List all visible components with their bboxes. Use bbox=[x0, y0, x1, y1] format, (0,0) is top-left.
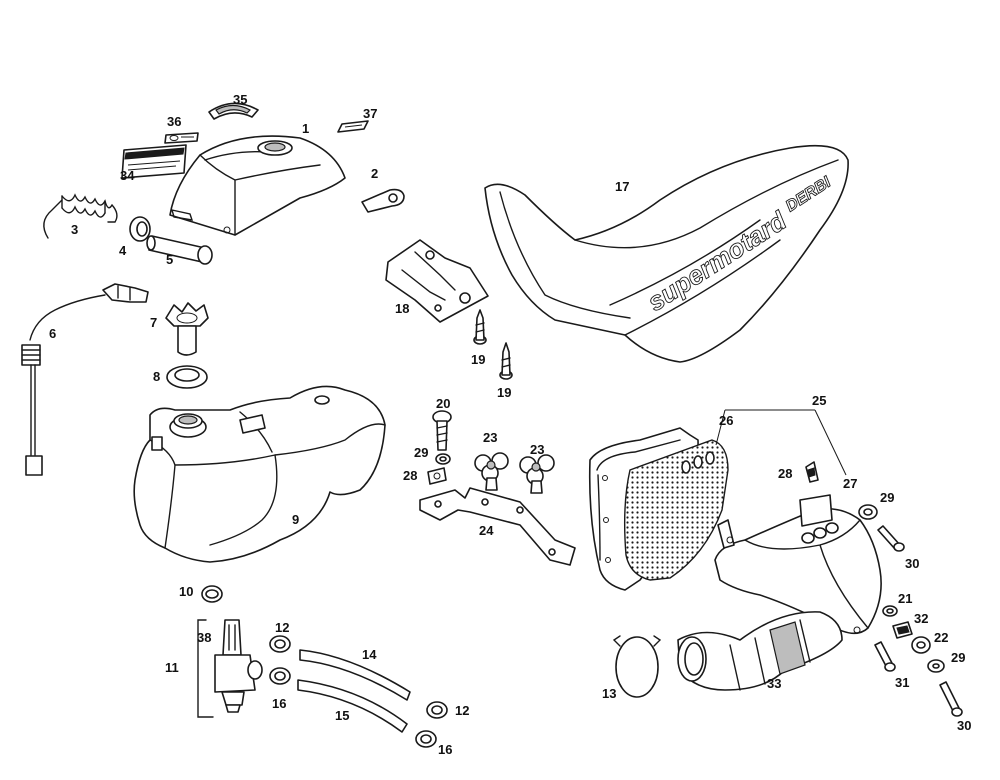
part-clamp-12a bbox=[269, 635, 291, 653]
callout-28b: 28 bbox=[778, 466, 792, 481]
callout-9: 9 bbox=[292, 512, 299, 527]
part-bolt-20 bbox=[432, 410, 452, 451]
part-spring bbox=[43, 193, 118, 239]
part-pin bbox=[146, 235, 213, 265]
part-seat-bracket bbox=[385, 239, 489, 323]
part-washer-21 bbox=[882, 605, 898, 617]
callout-13: 13 bbox=[602, 686, 616, 701]
part-screw-19a bbox=[473, 309, 487, 345]
callout-21: 21 bbox=[898, 591, 912, 606]
callout-16b: 16 bbox=[438, 742, 452, 757]
callout-4: 4 bbox=[119, 243, 127, 258]
callout-3: 3 bbox=[71, 222, 78, 237]
callout-33: 33 bbox=[767, 676, 781, 691]
callout-18: 18 bbox=[395, 301, 409, 316]
leader-lines bbox=[715, 409, 847, 476]
callout-37: 37 bbox=[363, 106, 377, 121]
part-screw-19b bbox=[499, 342, 513, 380]
callout-10: 10 bbox=[179, 584, 193, 599]
callout-30b: 30 bbox=[957, 718, 971, 733]
callout-23b: 23 bbox=[530, 442, 544, 457]
part-washer-29c bbox=[927, 659, 945, 673]
callout-25: 25 bbox=[812, 393, 826, 408]
callout-24: 24 bbox=[479, 523, 494, 538]
callout-31: 31 bbox=[895, 675, 909, 690]
callout-30a: 30 bbox=[905, 556, 919, 571]
callout-19a: 19 bbox=[471, 352, 485, 367]
callout-38: 38 bbox=[197, 630, 211, 645]
callout-22: 22 bbox=[934, 630, 948, 645]
callout-29a: 29 bbox=[414, 445, 428, 460]
part-tank-cover bbox=[169, 135, 346, 236]
part-screw-30a bbox=[877, 525, 905, 552]
callout-29c: 29 bbox=[951, 650, 965, 665]
part-fuel-tank bbox=[133, 385, 386, 563]
part-fuel-tap bbox=[197, 619, 263, 718]
part-seat: supermotard DERBI bbox=[484, 144, 849, 363]
callout-20: 20 bbox=[436, 396, 450, 411]
part-clip-28b bbox=[805, 461, 819, 483]
callout-28a: 28 bbox=[403, 468, 417, 483]
part-gasket bbox=[166, 365, 208, 389]
callout-2: 2 bbox=[371, 166, 378, 181]
callout-17: 17 bbox=[615, 179, 629, 194]
part-hose-14 bbox=[299, 649, 411, 701]
callout-27: 27 bbox=[843, 476, 857, 491]
callout-11: 11 bbox=[165, 660, 179, 675]
part-decal-36 bbox=[164, 132, 199, 144]
callout-12a: 12 bbox=[275, 620, 289, 635]
callout-19b: 19 bbox=[497, 385, 511, 400]
part-air-box bbox=[714, 494, 882, 635]
callout-12b: 12 bbox=[455, 703, 469, 718]
callout-36: 36 bbox=[167, 114, 181, 129]
part-pump-flange bbox=[165, 302, 209, 356]
part-bushing bbox=[129, 216, 151, 242]
callout-23a: 23 bbox=[483, 430, 497, 445]
part-screw-31 bbox=[874, 641, 896, 672]
part-washer-29b bbox=[858, 504, 878, 520]
part-clip bbox=[361, 188, 405, 213]
callout-32: 32 bbox=[914, 611, 928, 626]
callout-14: 14 bbox=[362, 647, 377, 662]
callout-7: 7 bbox=[150, 315, 157, 330]
part-mount-bracket bbox=[419, 487, 576, 566]
callout-6: 6 bbox=[49, 326, 56, 341]
part-clamp-16a bbox=[269, 667, 291, 685]
callout-34: 34 bbox=[120, 168, 135, 183]
part-screw-30b bbox=[939, 681, 963, 717]
callout-35: 35 bbox=[233, 92, 247, 107]
part-decal-37 bbox=[337, 120, 369, 133]
part-nut-28a bbox=[427, 467, 447, 485]
part-grommet-23a bbox=[474, 452, 509, 491]
part-hose-clamp-ring bbox=[612, 635, 662, 698]
part-fuel-sensor bbox=[21, 283, 149, 476]
part-clip-32 bbox=[892, 621, 913, 639]
part-grommet-23b bbox=[519, 454, 555, 494]
callout-29b: 29 bbox=[880, 490, 894, 505]
callout-1: 1 bbox=[302, 121, 309, 136]
part-washer-29a bbox=[435, 453, 451, 465]
callout-15: 15 bbox=[335, 708, 349, 723]
part-clamp-10 bbox=[201, 585, 223, 603]
part-air-filter-mesh bbox=[623, 439, 729, 581]
callout-26: 26 bbox=[719, 413, 733, 428]
callout-5: 5 bbox=[166, 252, 173, 267]
callout-8: 8 bbox=[153, 369, 160, 384]
part-intake-duct bbox=[677, 611, 843, 691]
part-grommet-22 bbox=[911, 636, 931, 654]
callout-labels: 35 37 36 1 34 2 17 3 4 5 18 7 6 19 8 19 … bbox=[49, 92, 971, 757]
part-tank-plate bbox=[208, 102, 259, 120]
part-decal-34 bbox=[121, 144, 187, 179]
part-clamp-16b bbox=[415, 730, 437, 748]
part-clamp-12b bbox=[426, 701, 448, 719]
callout-16a: 16 bbox=[272, 696, 286, 711]
part-hose-15 bbox=[297, 679, 408, 733]
